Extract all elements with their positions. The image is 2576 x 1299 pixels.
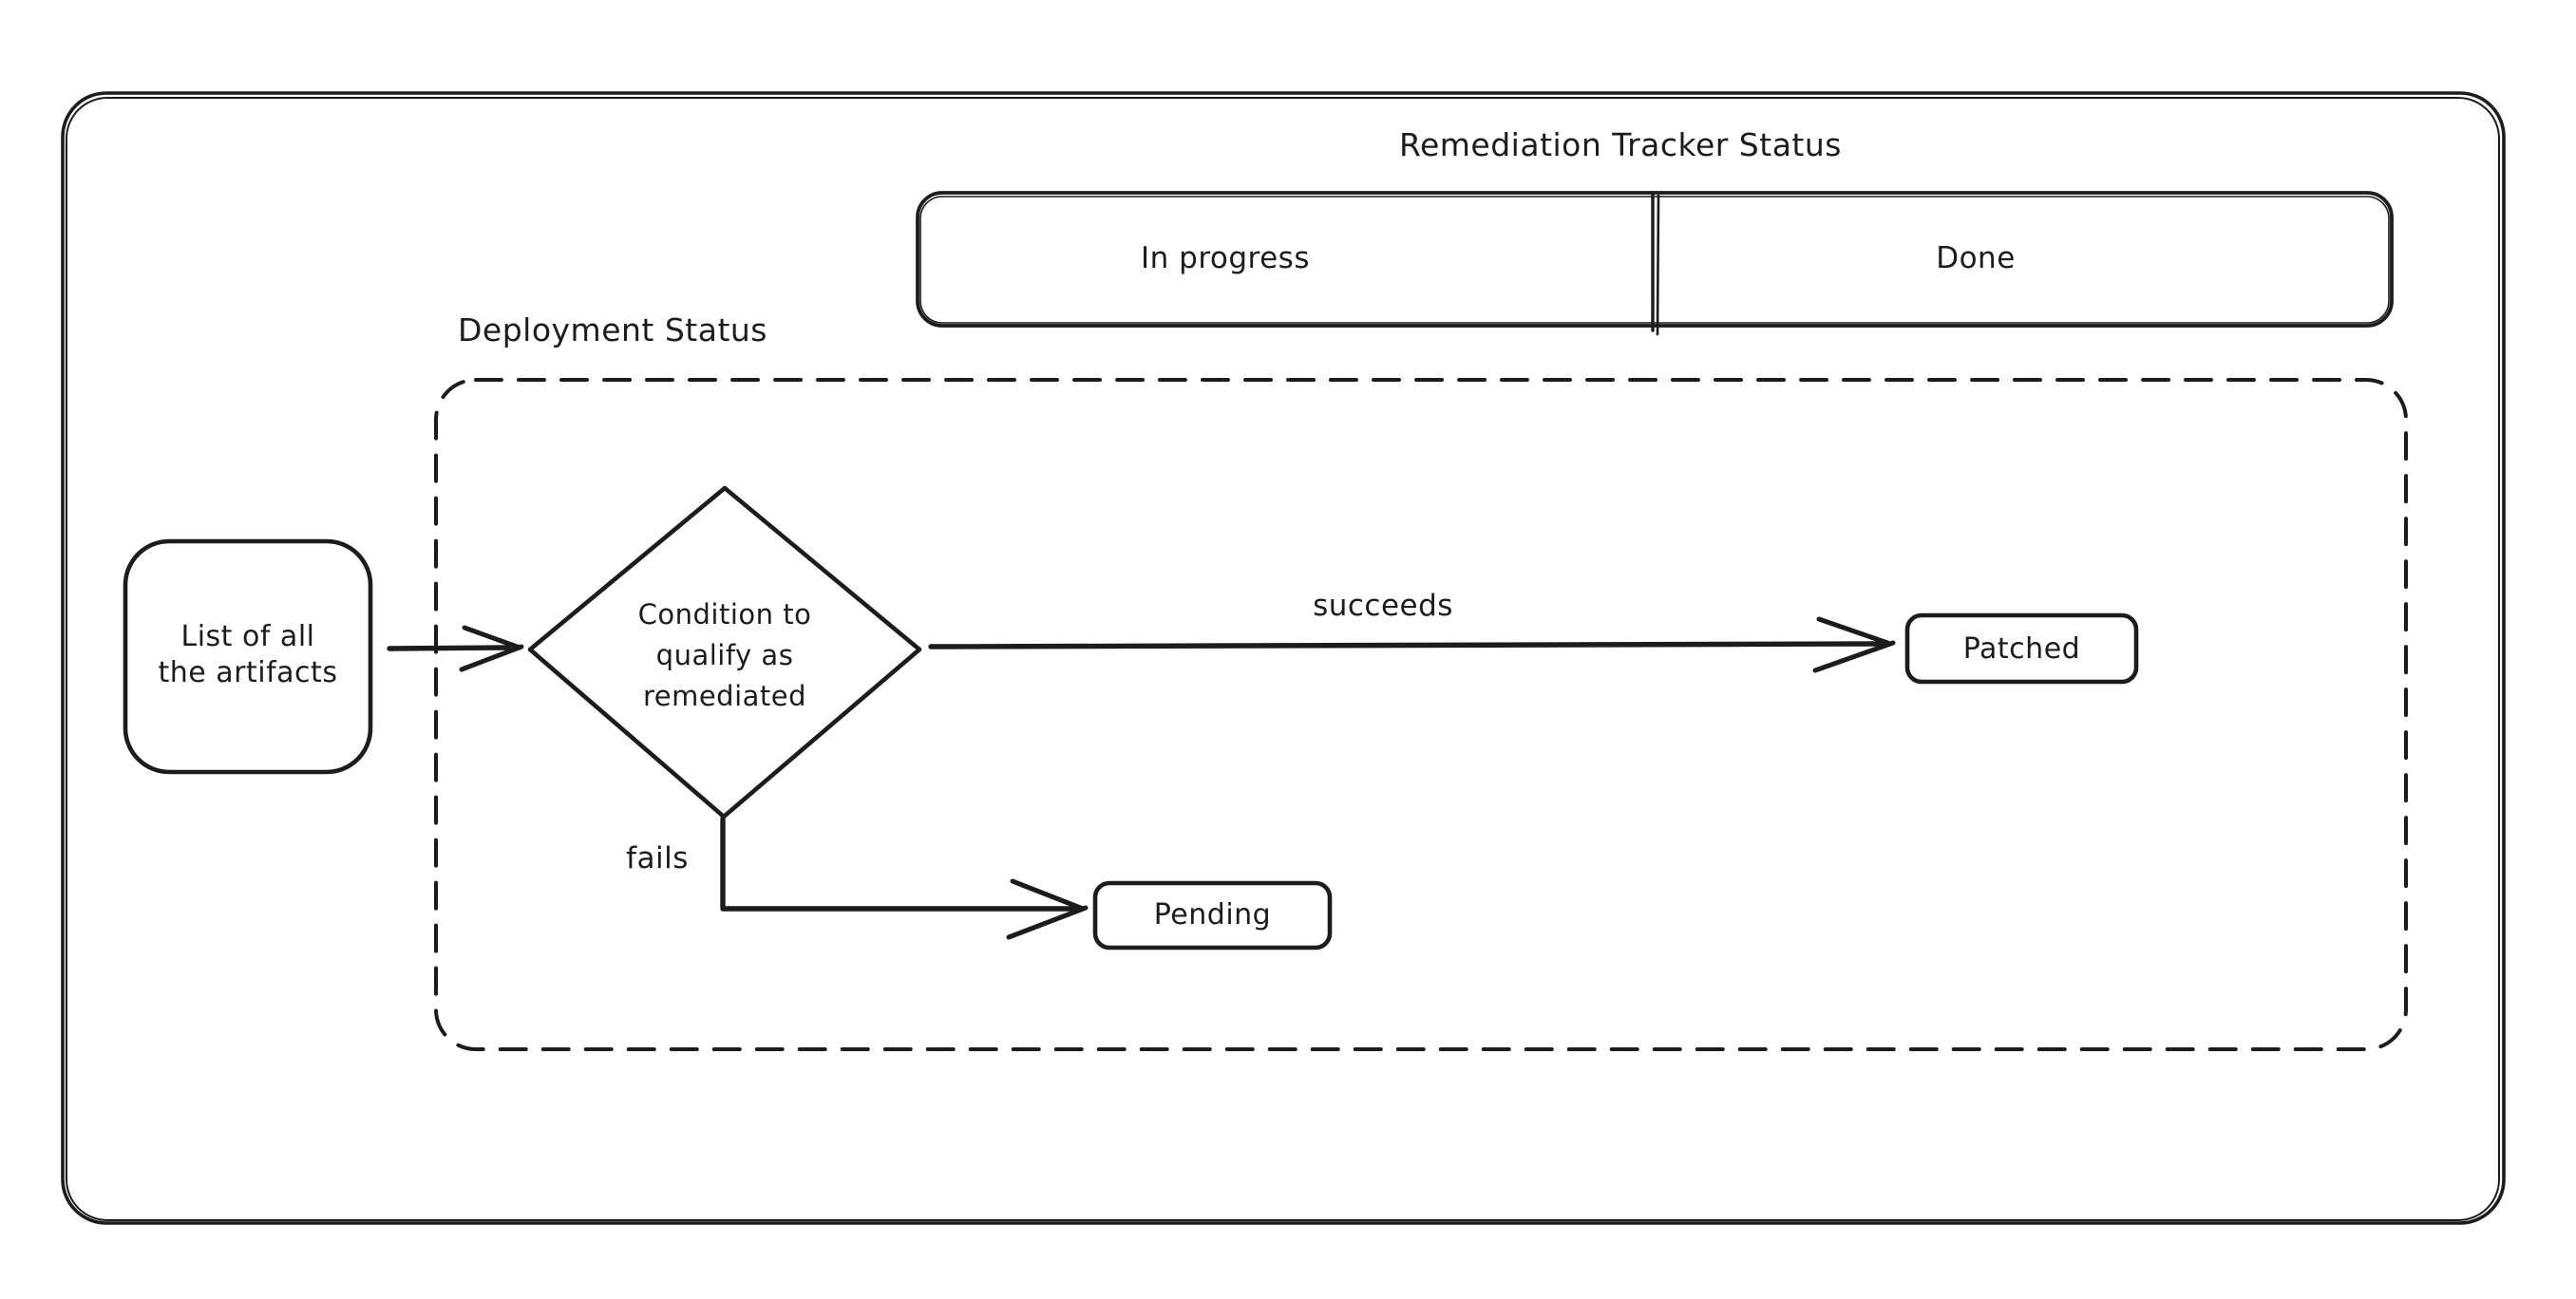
- tracker-segment-in-progress[interactable]: In progress: [1141, 241, 1310, 275]
- tracker-segment-done[interactable]: Done: [1936, 241, 2016, 275]
- tracker-bar-divider: [1651, 192, 1660, 336]
- condition-node-label: Condition to qualify as remediated: [637, 598, 812, 712]
- patched-node-label: Patched: [1962, 632, 2081, 666]
- fails-edge-label: fails: [626, 841, 689, 875]
- arrow-artifacts-to-condition: [387, 625, 524, 672]
- deployment-group-box: [434, 378, 2408, 1051]
- pending-node-label: Pending: [1153, 898, 1272, 932]
- pending-node-shape[interactable]: [1092, 880, 1333, 951]
- tracker-bar: [916, 191, 2394, 336]
- diagram-title: Remediation Tracker Status: [1399, 126, 1842, 163]
- patched-node-shape[interactable]: [1904, 612, 2139, 685]
- arrow-condition-to-patched: [928, 616, 1896, 673]
- artifacts-node-label: List of all the artifacts: [158, 620, 338, 690]
- arrow-condition-to-pending: [720, 816, 1089, 940]
- deployment-group-label: Deployment Status: [458, 311, 767, 348]
- succeeds-edge-label: succeeds: [1313, 589, 1453, 623]
- artifacts-node-shape[interactable]: [123, 538, 373, 775]
- outer-frame: [61, 91, 2506, 1225]
